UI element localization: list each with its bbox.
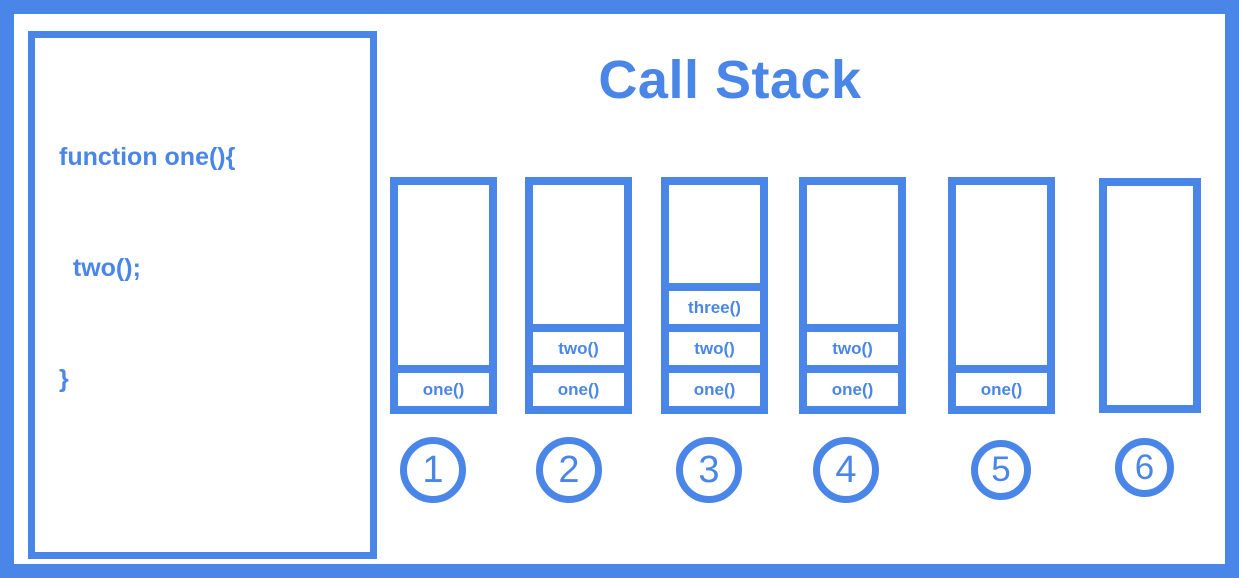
stack-frame: one() [398,365,489,406]
stack-frame: three() [669,283,760,324]
step-number: 1 [422,448,444,491]
step-circle-4: 4 [813,437,879,503]
stack-column-3: three() two() one() [661,177,768,414]
code-panel: function one(){ two(); } function two() … [28,31,377,559]
page-title: Call Stack [598,50,862,110]
stack-empty-space [669,185,760,283]
code-line-4 [59,472,359,509]
code-line-3: } [59,365,69,393]
step-number: 6 [1134,447,1155,487]
step-circle-5: 5 [971,440,1031,500]
step-circle-1: 1 [400,437,466,503]
stack-column-6 [1099,178,1201,413]
stack-frame: one() [669,365,760,406]
step-circle-6: 6 [1115,438,1174,497]
step-circle-3: 3 [676,437,742,503]
stack-empty-space [398,185,489,365]
stack-column-2: two() one() [525,177,632,414]
step-number: 5 [991,450,1011,489]
code-line-2: two(); [59,254,141,282]
step-number: 2 [558,448,580,491]
stack-empty-space [807,185,898,324]
step-circle-2: 2 [536,437,602,503]
stack-empty-space [1107,186,1193,405]
stack-column-4: two() one() [799,177,906,414]
code-line-1: function one(){ [59,143,236,171]
stack-column-1: one() [390,177,497,414]
stack-empty-space [533,185,624,324]
step-number: 3 [698,448,720,491]
stack-frame: one() [956,365,1047,406]
stack-column-5: one() [948,177,1055,414]
step-number: 4 [835,448,857,491]
stack-frame: one() [533,365,624,406]
stack-frame: one() [807,365,898,406]
stack-frame: two() [669,324,760,365]
stack-frame: two() [533,324,624,365]
code-snippet: function one(){ two(); } function two() … [59,65,359,578]
stack-empty-space [956,185,1047,365]
stack-frame: two() [807,324,898,365]
